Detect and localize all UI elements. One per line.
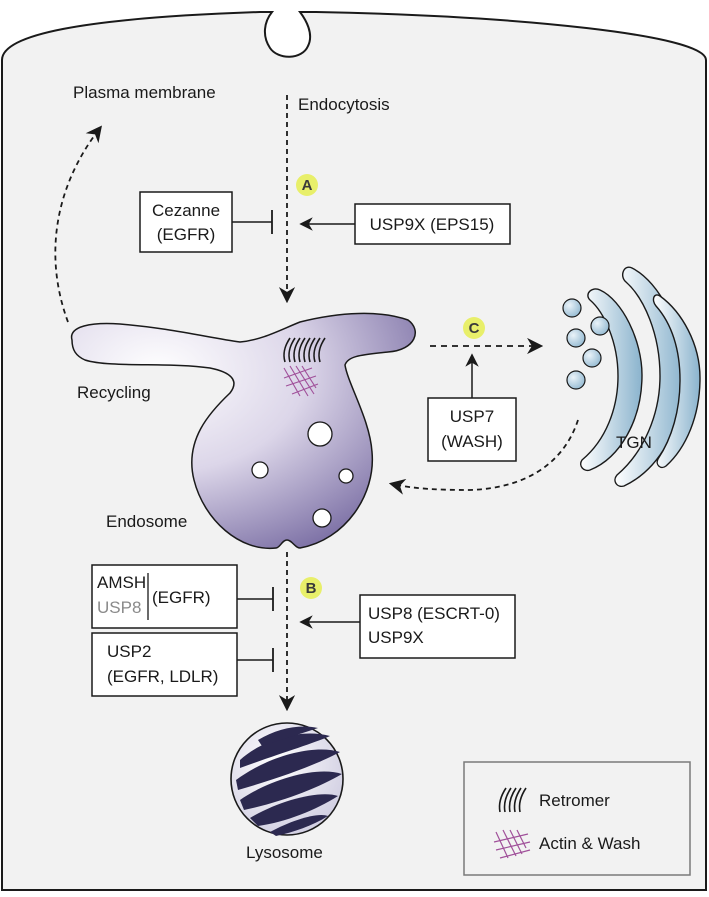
endosome-label: Endosome [106, 512, 187, 531]
usp2-box [91, 632, 238, 697]
endosome-vesicle [251, 461, 269, 479]
legend-retromer-label: Retromer [539, 791, 610, 810]
recycling-label: Recycling [77, 383, 151, 402]
usp9x-eps15-box [354, 203, 511, 245]
actin-wash-legend-icon [493, 829, 531, 859]
amsh-box-line1: AMSH [97, 573, 146, 592]
endosome-vesicle [312, 508, 332, 528]
endosome-retromer-stripes [283, 337, 326, 363]
tgn-vesicle [566, 328, 586, 348]
badge-a-label: A [302, 177, 313, 194]
tgn-vesicle [582, 348, 602, 368]
cezanne-box-line1: Cezanne [152, 201, 220, 220]
endocytosis-label: Endocytosis [298, 95, 390, 114]
tgn-vesicle [562, 298, 582, 318]
retromer-legend-icon [498, 787, 527, 813]
amsh-box-line2: USP8 [97, 598, 141, 617]
usp7-box-line1: USP7 [450, 407, 494, 426]
tgn-label: TGN [616, 433, 652, 452]
usp7-box-line2: (WASH) [441, 432, 503, 451]
badge-a-circle [296, 174, 318, 196]
lysosome [230, 722, 344, 836]
endosome-vesicle [307, 421, 333, 447]
usp8-escrt-box [359, 594, 516, 659]
lysosome-label: Lysosome [246, 843, 323, 862]
tgn-vesicle [566, 370, 586, 390]
endosome-shape [70, 312, 417, 550]
usp9x-eps15-box-text: USP9X (EPS15) [370, 215, 495, 234]
usp2-box-line1: USP2 [107, 642, 151, 661]
legend-actin-wash-label: Actin & Wash [539, 834, 640, 853]
usp7-box [427, 397, 517, 462]
usp8-escrt-box-line2: USP9X [368, 628, 424, 647]
amsh-box-side: (EGFR) [152, 588, 211, 607]
amsh-usp8-box [91, 564, 238, 629]
usp2-box-line2: (EGFR, LDLR) [107, 667, 218, 686]
cezanne-box-line2: (EGFR) [157, 225, 216, 244]
endosome-actin-wash-mesh [283, 365, 319, 397]
usp8-escrt-box-line1: USP8 (ESCRT-0) [368, 604, 500, 623]
plasma-membrane-label: Plasma membrane [73, 83, 216, 102]
endosome-vesicle [338, 468, 354, 484]
badge-c-circle [463, 317, 485, 339]
tgn-to-endosome-arrow [388, 419, 579, 495]
cezanne-box [139, 191, 233, 253]
tgn-cisternae [580, 266, 701, 488]
badge-b-label: B [306, 580, 317, 597]
badge-c-label: C [469, 320, 480, 337]
tgn-vesicle [590, 316, 610, 336]
badge-b-circle [300, 577, 322, 599]
legend-box [463, 761, 691, 876]
